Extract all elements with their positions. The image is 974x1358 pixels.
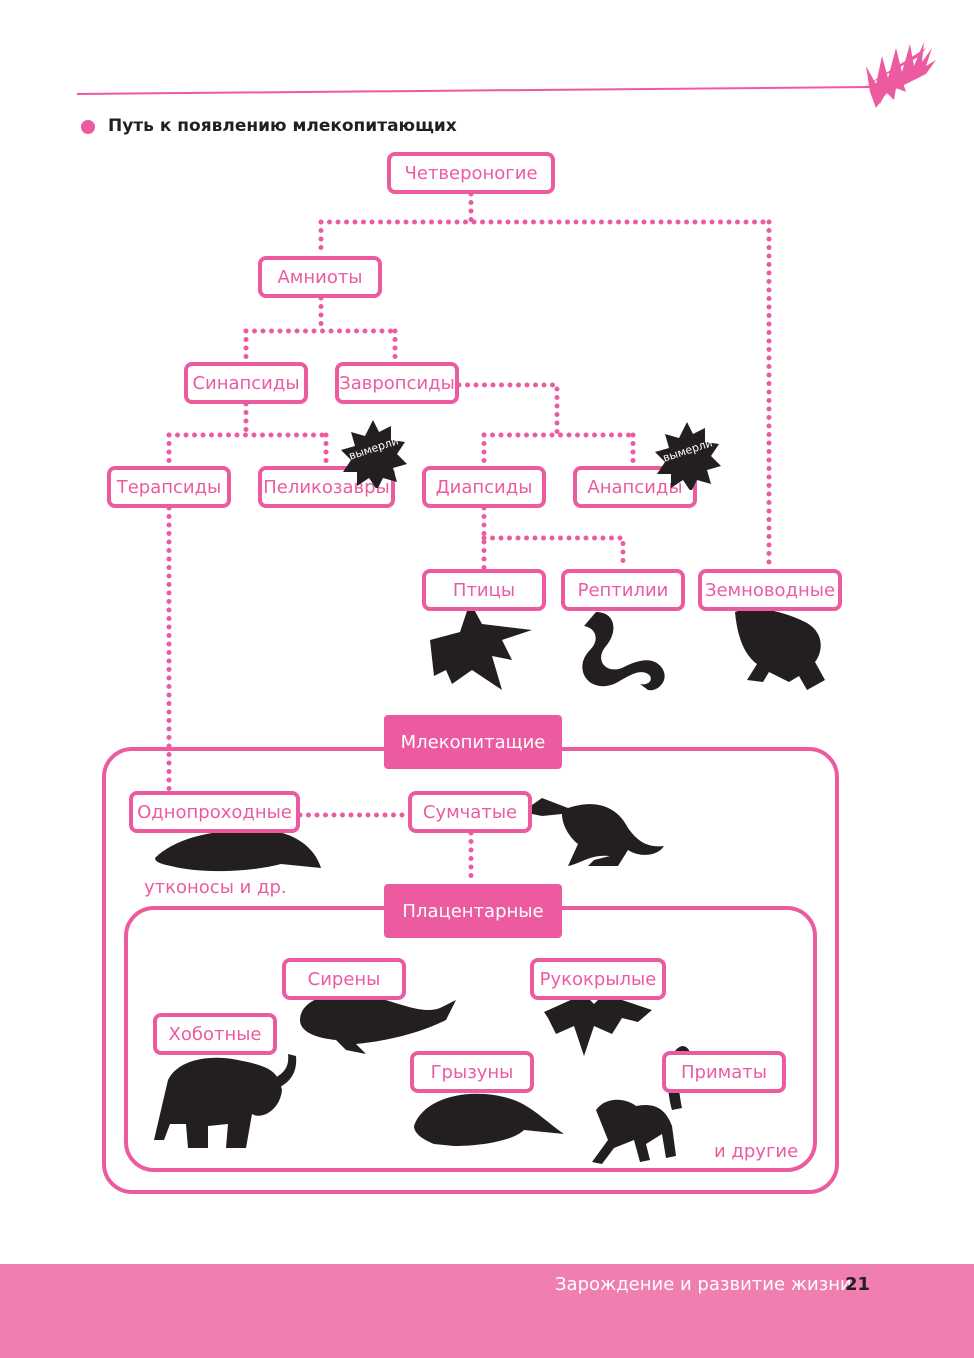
node-therapsids: Терапсиды	[107, 466, 231, 508]
page-number: 21	[845, 1274, 871, 1295]
node-bats: Рукокрылые	[530, 958, 666, 1000]
others-note: и другие	[714, 1141, 799, 1162]
node-amphibians: Земноводные	[698, 569, 842, 611]
footer: Зарождение и развитие жизни 21	[0, 1264, 974, 1358]
platypus-icon	[155, 829, 321, 872]
node-monotremes: Однопроходные	[129, 791, 300, 833]
splat-icon	[341, 420, 407, 490]
node-primates: Приматы	[662, 1051, 786, 1093]
snake-icon	[582, 612, 665, 691]
dotted-connectors	[166, 191, 772, 887]
fern-icon	[862, 42, 936, 108]
page-title: Путь к появлению млекопитающих	[108, 116, 457, 136]
node-placentals: Плацентарные	[384, 884, 562, 938]
extinct-badge: вымерли	[652, 420, 722, 492]
title-bullet	[81, 120, 95, 134]
platypus-note: утконосы и др.	[144, 877, 287, 898]
node-sauropsids: Завропсиды	[335, 362, 459, 404]
header-rule	[76, 86, 871, 95]
node-synapsids: Синапсиды	[184, 362, 308, 404]
frog-icon	[735, 608, 825, 690]
node-tetrapods: Четвероногие	[387, 152, 555, 194]
rodent-icon	[414, 1093, 564, 1146]
node-marsupials: Сумчатые	[408, 791, 532, 833]
node-birds: Птицы	[422, 569, 546, 611]
splat-icon	[655, 422, 721, 492]
footer-section: Зарождение и развитие жизни	[555, 1274, 852, 1295]
node-reptiles: Рептилии	[561, 569, 685, 611]
sea-cow-icon	[300, 993, 456, 1054]
elephant-icon	[154, 1054, 297, 1148]
node-diapsids: Диапсиды	[422, 466, 546, 508]
node-proboscideans: Хоботные	[153, 1013, 277, 1055]
kangaroo-icon	[522, 798, 664, 866]
node-rodents: Грызуны	[410, 1051, 534, 1093]
node-sirenians: Сирены	[282, 958, 406, 1000]
node-anapsids: Анапсиды	[573, 466, 697, 508]
extinct-badge: вымерли	[338, 418, 408, 490]
node-mammals: Млекопитащие	[384, 715, 562, 769]
node-amniotes: Амниоты	[258, 256, 382, 298]
bat-icon	[544, 994, 652, 1056]
bird-icon	[430, 602, 532, 690]
